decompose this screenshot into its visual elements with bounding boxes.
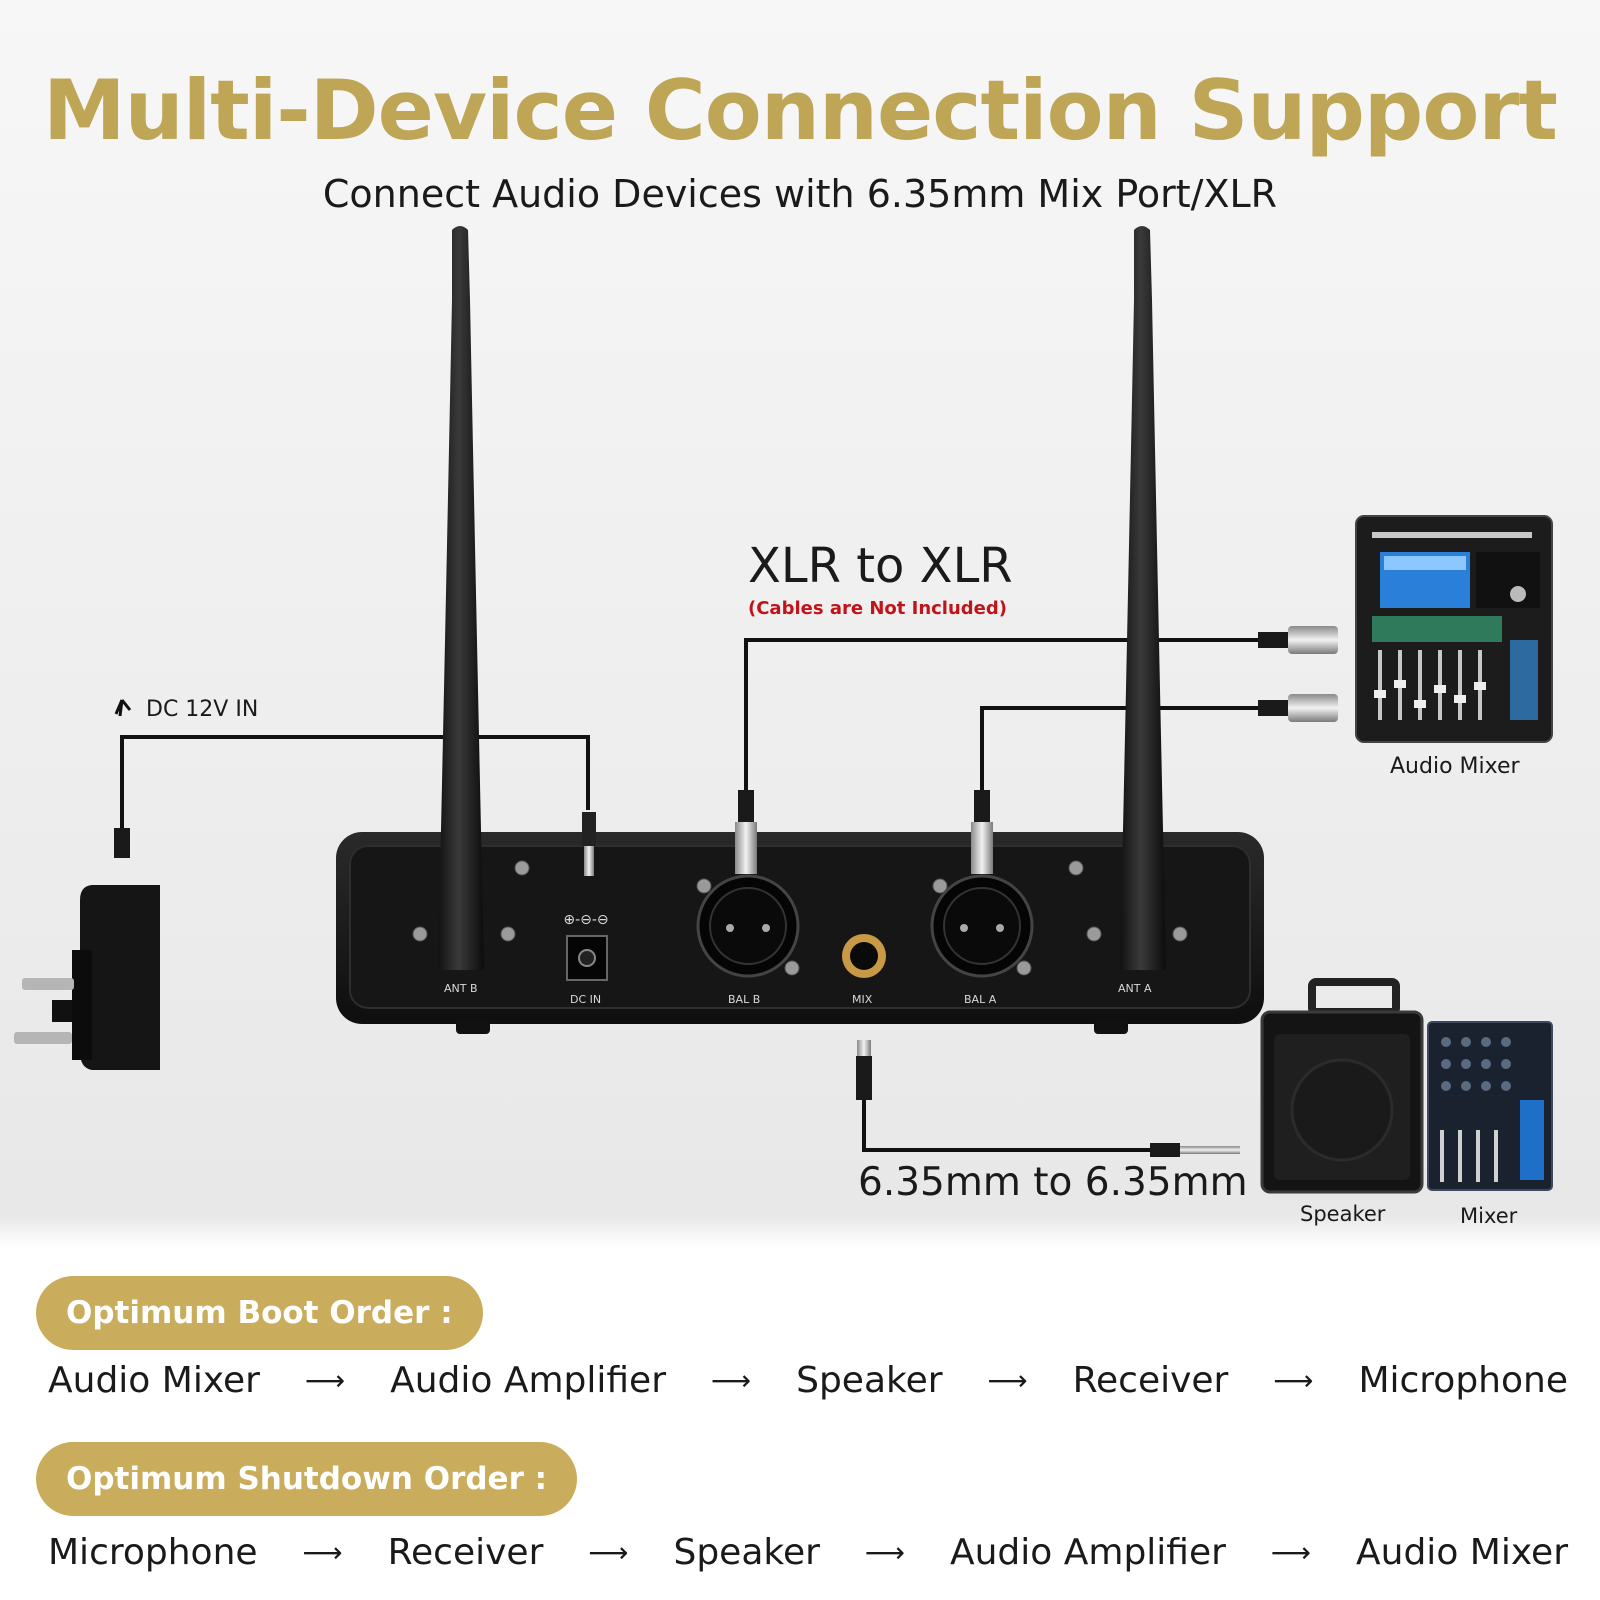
mix-cable [862, 1098, 1158, 1152]
arrow-right-icon: ⟶ [1273, 1364, 1314, 1397]
boot-step: Speaker [796, 1360, 943, 1401]
xlr-cable-b [744, 638, 1258, 790]
port-label-ant-b: ANT B [444, 982, 478, 995]
svg-text:⊕-⊖-⊖: ⊕-⊖-⊖ [563, 912, 608, 928]
boot-order-sequence: Audio Mixer ⟶ Audio Amplifier ⟶ Speaker … [48, 1360, 1568, 1401]
shutdown-step: Audio Amplifier [949, 1532, 1226, 1573]
port-label-bal-b: BAL B [728, 993, 761, 1006]
boot-step: Audio Mixer [48, 1360, 260, 1401]
arrow-right-icon: ⟶ [710, 1364, 752, 1397]
arrow-right-icon: ⟶ [304, 1364, 346, 1397]
shutdown-order-heading: Optimum Shutdown Order : [36, 1442, 578, 1516]
dc-cable [120, 735, 590, 848]
audio-mixer-device [1355, 515, 1553, 743]
receiver-unit: ⊕-⊖-⊖ [336, 832, 1264, 1034]
speaker-device [1260, 978, 1424, 1194]
port-label-dc-in: DC IN [570, 993, 602, 1006]
antenna-b [438, 226, 484, 970]
mix-cable-label: 6.35mm to 6.35mm [858, 1160, 1248, 1205]
shutdown-order-sequence: Microphone ⟶ Receiver ⟶ Speaker ⟶ Audio … [48, 1532, 1568, 1573]
arrow-right-icon: ⟶ [987, 1364, 1028, 1397]
mixer-device [1427, 1021, 1553, 1191]
page-title: Multi-Device Connection Support [43, 62, 1558, 159]
arrow-right-icon: ⟶ [588, 1536, 629, 1569]
xlr-cable-label: XLR to XLR [748, 538, 1013, 594]
shutdown-step: Speaker [673, 1532, 820, 1573]
port-label-bal-a: BAL A [964, 993, 997, 1006]
arrow-right-icon: ⟶ [1270, 1536, 1312, 1569]
antenna-a [1120, 226, 1166, 970]
dc-input-label: DC 12V IN [146, 697, 259, 722]
cables [120, 638, 1258, 1152]
shutdown-step: Receiver [387, 1532, 544, 1573]
power-adapter [14, 699, 160, 1070]
shutdown-step: Microphone [48, 1532, 258, 1573]
page-subtitle: Connect Audio Devices with 6.35mm Mix Po… [322, 172, 1278, 216]
boot-order-heading: Optimum Boot Order : [36, 1276, 483, 1350]
boot-step: Receiver [1072, 1360, 1229, 1401]
connection-diagram: ⊕-⊖-⊖ [14, 226, 1553, 1194]
boot-step: Audio Amplifier [390, 1360, 667, 1401]
cables-not-included-note: (Cables are Not Included) [748, 598, 1007, 619]
xlr-cable-a [980, 706, 1258, 790]
arrow-right-icon: ⟶ [864, 1536, 906, 1569]
port-label-mix: MIX [852, 993, 873, 1006]
audio-mixer-label: Audio Mixer [1390, 754, 1520, 779]
plugs [582, 626, 1338, 1157]
arrow-right-icon: ⟶ [302, 1536, 343, 1569]
speaker-label: Speaker [1300, 1202, 1386, 1226]
port-label-ant-a: ANT A [1118, 982, 1152, 995]
mixer-label: Mixer [1460, 1204, 1518, 1228]
shutdown-step: Audio Mixer [1356, 1532, 1568, 1573]
boot-step: Microphone [1358, 1360, 1568, 1401]
